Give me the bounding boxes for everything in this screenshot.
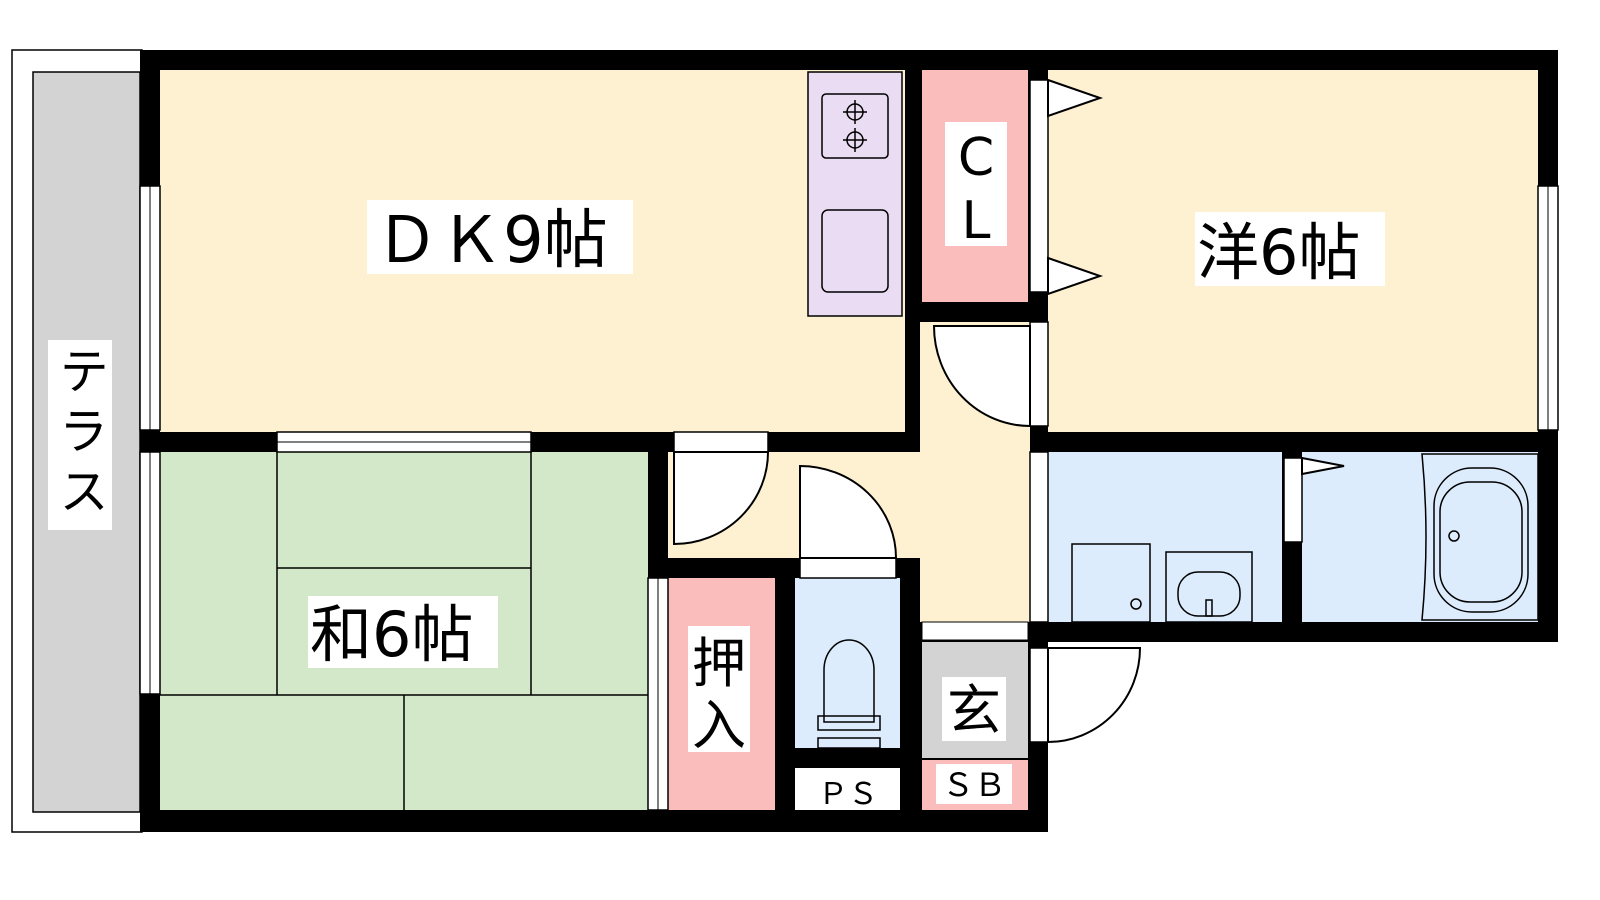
svg-text:和6帖: 和6帖	[310, 598, 473, 671]
toilet-room	[795, 578, 900, 748]
washroom	[1048, 452, 1282, 622]
sink-icon	[821, 209, 889, 293]
pipe-space-label: ＰＳ	[818, 777, 878, 812]
gas-stove-icon	[821, 93, 889, 159]
washing-machine-icon	[1071, 543, 1151, 623]
svg-text:入: 入	[692, 694, 746, 757]
washbasin-icon	[1165, 551, 1253, 623]
svg-text:押: 押	[692, 632, 746, 695]
svg-text:L: L	[962, 191, 991, 251]
svg-text:洋6帖: 洋6帖	[1197, 216, 1360, 289]
svg-text:ＳＢ: ＳＢ	[942, 766, 1006, 804]
svg-text:ＤＫ9帖: ＤＫ9帖	[375, 204, 608, 278]
terrace-label: テラス	[51, 345, 109, 525]
tatami-lines	[160, 452, 648, 810]
bathtub-icon	[1421, 453, 1539, 621]
windows	[139, 185, 1559, 811]
shoe-box-label: ＳＢ	[936, 764, 1012, 804]
dk-label: ＤＫ9帖	[367, 200, 633, 278]
entrance-label: 玄	[942, 677, 1006, 742]
bathroom	[1302, 452, 1538, 622]
oshiire-label: 押 入	[688, 626, 750, 757]
toilet-icon	[817, 639, 881, 749]
doors	[673, 78, 1345, 744]
western-label: 洋6帖	[1195, 212, 1385, 289]
closet-label: C L	[945, 122, 1007, 251]
terrace: テラス	[11, 49, 143, 833]
svg-text:C: C	[958, 128, 994, 188]
entrance-step	[921, 621, 1029, 641]
pipe-space	[795, 768, 900, 810]
japanese-label: 和6帖	[308, 596, 498, 671]
svg-text:玄: 玄	[947, 679, 1001, 742]
